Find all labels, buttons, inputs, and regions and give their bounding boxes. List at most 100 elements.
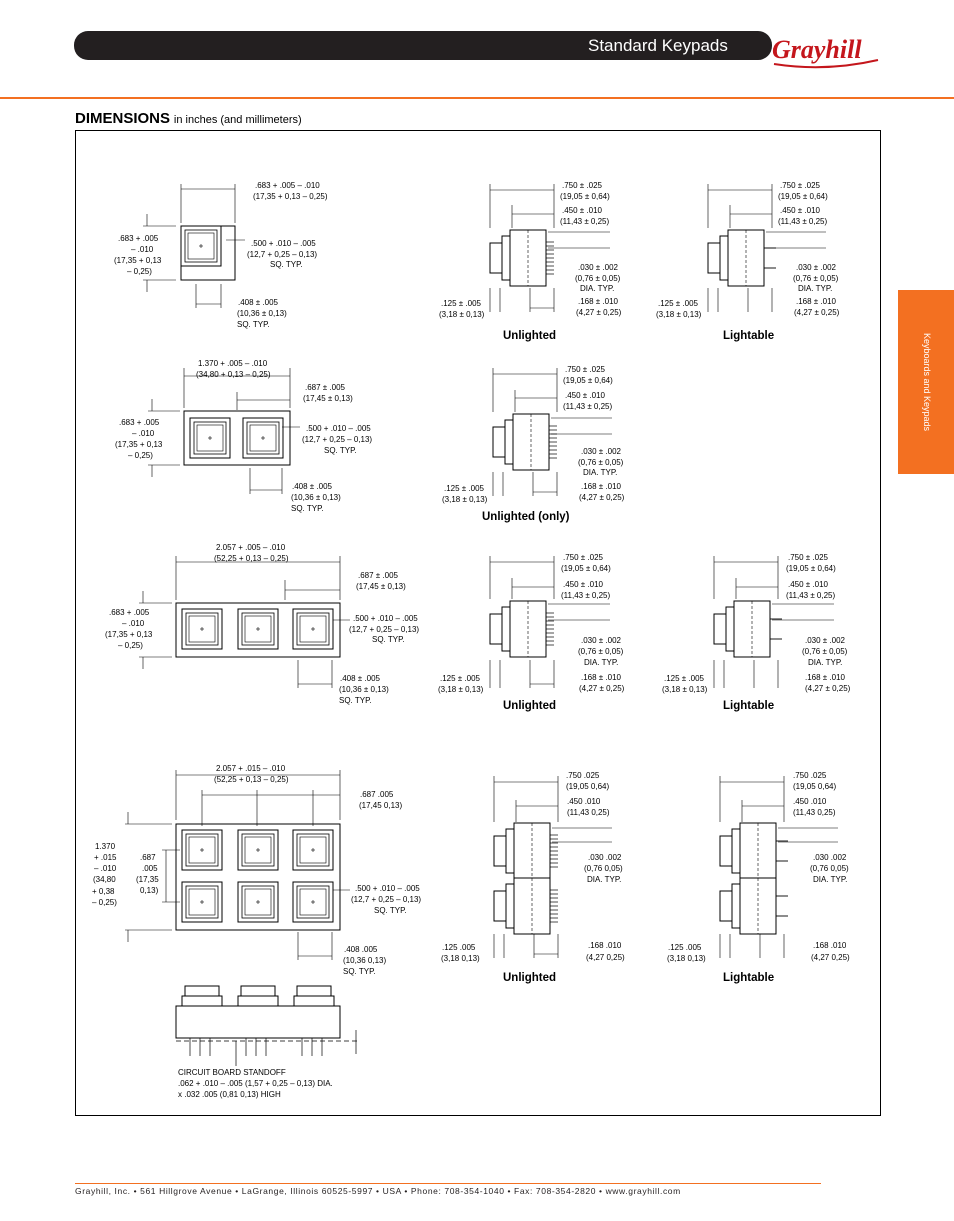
- sl4-a2: (19,05 0,64): [793, 782, 836, 791]
- sl3-a2: (19,05 ± 0,64): [786, 564, 836, 573]
- su3-c3: DIA. TYP.: [584, 658, 618, 667]
- su1-b2: (11,43 ± 0,25): [560, 217, 609, 226]
- d4-p2: (10,36 0,13): [343, 956, 386, 965]
- suo-e2: (3,18 ± 0,13): [442, 495, 488, 504]
- d1-h2: – .010: [131, 245, 154, 254]
- su4-d2: (4,27 0,25): [586, 953, 625, 962]
- su4-a1: .750 .025: [566, 771, 600, 780]
- d2-h4: – 0,25): [128, 451, 153, 460]
- drawing-single-key: .683 + .005 – .010 (17,35 + 0,13 – 0,25)…: [114, 181, 328, 329]
- d3-h1: .683 + .005: [109, 608, 150, 617]
- sl4-d1: .168 .010: [813, 941, 847, 950]
- sl4-e2: (3,18 0,13): [667, 954, 706, 963]
- side-tab[interactable]: [898, 290, 954, 474]
- suo-c3: DIA. TYP.: [583, 468, 617, 477]
- su4-b2: (11,43 0,25): [567, 808, 610, 817]
- d1-p3: SQ. TYP.: [237, 320, 270, 329]
- dimensions-subtitle: in inches (and millimeters): [173, 114, 302, 126]
- sl4-a1: .750 .025: [793, 771, 827, 780]
- d3-p2: (10,36 ± 0,13): [339, 685, 389, 694]
- sl3-c2: (0,76 ± 0,05): [802, 647, 848, 656]
- d4-h3: – .010: [94, 864, 117, 873]
- section-heading: DIMENSIONS in inches (and millimeters): [75, 110, 302, 127]
- su3-c1: .030 ± .002: [581, 636, 622, 645]
- sl1-a2: (19,05 ± 0,64): [778, 192, 828, 201]
- d4-c1: .687 .005: [360, 790, 394, 799]
- d2-k2: (12,7 + 0,25 – 0,13): [302, 435, 372, 444]
- sl1-c3: DIA. TYP.: [798, 284, 832, 293]
- su1-c3: DIA. TYP.: [580, 284, 614, 293]
- d1-p1: .408 ± .005: [238, 298, 279, 307]
- side-unlighted-only: .750 ± .025 (19,05 ± 0,64) .450 ± .010 (…: [442, 365, 625, 523]
- caption-unlighted-1: Unlighted: [503, 330, 556, 342]
- su4-b1: .450 .010: [567, 797, 601, 806]
- sl4-e1: .125 .005: [668, 943, 702, 952]
- sl3-c1: .030 ± .002: [805, 636, 846, 645]
- d4-v2: .005: [142, 864, 158, 873]
- d3-k2: (12,7 + 0,25 – 0,13): [349, 625, 419, 634]
- drawing-2x3-keypad: 2.057 + .015 – .010 (52,25 + 0,13 – 0,25…: [92, 764, 421, 1099]
- d2-k3: SQ. TYP.: [324, 446, 357, 455]
- su1-a2: (19,05 ± 0,64): [560, 192, 610, 201]
- su3-a2: (19,05 ± 0,64): [561, 564, 611, 573]
- su1-c2: (0,76 ± 0,05): [575, 274, 621, 283]
- su3-d2: (4,27 ± 0,25): [579, 684, 625, 693]
- d1-h4: – 0,25): [127, 267, 152, 276]
- d1-width-mm: (17,35 + 0,13 – 0,25): [253, 192, 328, 201]
- su3-b1: .450 ± .010: [563, 580, 604, 589]
- d3-k1: .500 + .010 – .005: [353, 614, 418, 623]
- drawing-frame: [75, 130, 881, 1116]
- sl1-d2: (4,27 ± 0,25): [794, 308, 840, 317]
- sl3-b2: (11,43 ± 0,25): [786, 591, 835, 600]
- su1-a1: .750 ± .025: [562, 181, 603, 190]
- d4-h1: 1.370: [95, 842, 116, 851]
- header-rule: [0, 97, 954, 99]
- sl4-c2: (0,76 0,05): [810, 864, 849, 873]
- d2-w1: 1.370 + .005 – .010: [198, 359, 268, 368]
- caption-unlighted-3: Unlighted: [503, 700, 556, 712]
- d4-p3: SQ. TYP.: [343, 967, 376, 976]
- d1-h3: (17,35 + 0,13: [114, 256, 162, 265]
- d3-w1: 2.057 + .005 – .010: [216, 543, 286, 552]
- d2-h3: (17,35 + 0,13: [115, 440, 163, 449]
- sl4-c3: DIA. TYP.: [813, 875, 847, 884]
- suo-c1: .030 ± .002: [581, 447, 622, 456]
- suo-d2: (4,27 ± 0,25): [579, 493, 625, 502]
- d4-k1: .500 + .010 – .005: [355, 884, 420, 893]
- side-lightable-4: .750 .025 (19,05 0,64) .450 .010 (11,43 …: [667, 771, 850, 984]
- d4-h2: + .015: [94, 853, 117, 862]
- d3-h4: – 0,25): [118, 641, 143, 650]
- suo-b1: .450 ± .010: [565, 391, 606, 400]
- su4-d1: .168 .010: [588, 941, 622, 950]
- d4-s1: CIRCUIT BOARD STANDOFF: [178, 1068, 286, 1077]
- d2-c2: (17,45 ± 0,13): [303, 394, 353, 403]
- d4-c2: (17,45 0,13): [359, 801, 402, 810]
- drawing-1x3-keypad: 2.057 + .005 – .010 (52,25 + 0,13 – 0,25…: [105, 543, 419, 705]
- d2-h1: .683 + .005: [119, 418, 160, 427]
- d3-c1: .687 ± .005: [358, 571, 399, 580]
- sl3-d1: .168 ± .010: [805, 673, 846, 682]
- d3-h3: (17,35 + 0,13: [105, 630, 153, 639]
- su1-d2: (4,27 ± 0,25): [576, 308, 622, 317]
- su3-b2: (11,43 ± 0,25): [561, 591, 610, 600]
- d3-h2: – .010: [122, 619, 145, 628]
- sl1-c1: .030 ± .002: [796, 263, 837, 272]
- d3-p1: .408 ± .005: [340, 674, 381, 683]
- sl4-b1: .450 .010: [793, 797, 827, 806]
- suo-e1: .125 ± .005: [444, 484, 485, 493]
- d4-p1: .408 .005: [344, 945, 378, 954]
- d1-h1: .683 + .005: [118, 234, 159, 243]
- suo-c2: (0,76 ± 0,05): [578, 458, 624, 467]
- d1-k2: (12,7 + 0,25 – 0,13): [247, 250, 317, 259]
- caption-lightable-3: Lightable: [723, 700, 774, 712]
- sl3-e1: .125 ± .005: [664, 674, 705, 683]
- d4-v1: .687: [140, 853, 156, 862]
- su4-c3: DIA. TYP.: [587, 875, 621, 884]
- su3-e2: (3,18 ± 0,13): [438, 685, 484, 694]
- d1-k1: .500 + .010 – .005: [251, 239, 316, 248]
- sl1-e1: .125 ± .005: [658, 299, 699, 308]
- su4-c2: (0,76 0,05): [584, 864, 623, 873]
- side-unlighted-1: .750 ± .025 (19,05 ± 0,64) .450 ± .010 (…: [439, 181, 622, 342]
- side-unlighted-3: .750 ± .025 (19,05 ± 0,64) .450 ± .010 (…: [438, 553, 625, 712]
- suo-d1: .168 ± .010: [581, 482, 622, 491]
